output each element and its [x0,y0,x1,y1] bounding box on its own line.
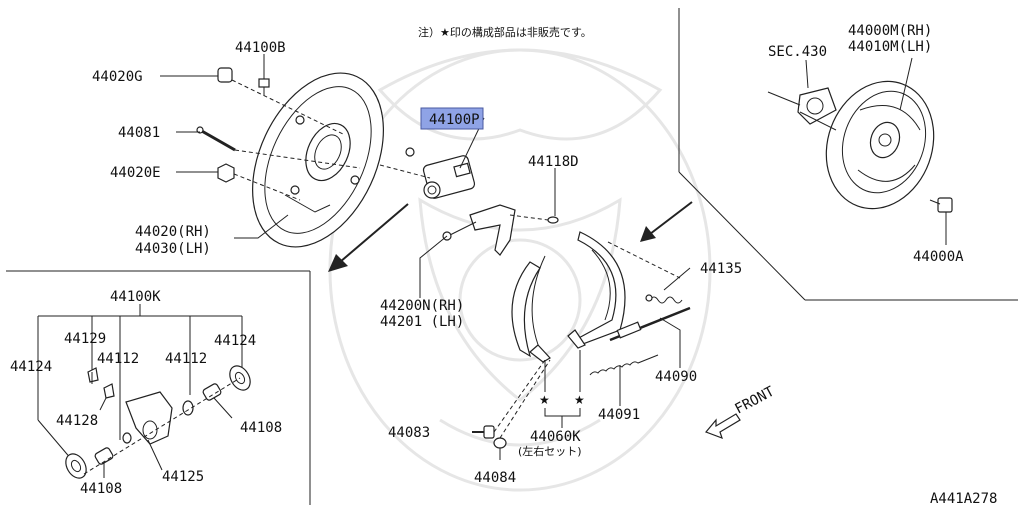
label-44108-right: 44108 [240,420,282,436]
label-44000A: 44000A [913,249,964,265]
label-44000M-rh: 44000M(RH) [848,23,932,39]
inset-cylinder-kit [37,304,251,479]
bolt-44081 [196,126,236,152]
brake-shoe-left [511,255,551,363]
label-44060K: 44060K [530,429,581,445]
label-44118D: 44118D [528,154,579,170]
adjuster-44090 [609,306,691,342]
label-44112-right: 44112 [165,351,207,367]
note-text: 注）★印の構成部品は非販売です。 [418,25,592,39]
part-highlight[interactable] [420,107,484,130]
label-44030-lh: 44030(LH) [135,241,211,257]
label-44100K: 44100K [110,289,161,305]
nut-44020E [217,163,235,183]
watermark-emblem [328,48,712,492]
label-44090: 44090 [655,369,697,385]
brake-assembly-right [825,80,935,210]
frame-lines [6,8,1018,505]
label-44112-left: 44112 [97,351,139,367]
label-44091: 44091 [598,407,640,423]
label-44084: 44084 [474,470,516,486]
cup-44084 [493,437,507,449]
label-44128: 44128 [56,413,98,429]
label-44201-lh: 44201 (LH) [380,314,464,330]
leader-lines [91,54,947,478]
label-44124-right: 44124 [214,333,256,349]
drawing-id: A441A278 [930,491,997,507]
label-44100P[interactable]: 44100P [429,112,480,128]
spring-44091 [589,354,659,376]
nipple-44020G [217,67,233,83]
direction-arrow-left [328,203,409,272]
washer-44118D [547,216,559,224]
label-44100B: 44100B [235,40,286,56]
label-44020G: 44020G [92,69,143,85]
label-44081: 44081 [118,125,160,141]
label-44124-left: 44124 [10,359,52,375]
spring-44135 [645,294,683,304]
label-44129: 44129 [64,331,106,347]
bolt-44000A [929,197,953,213]
star-mark-left: ★ [539,393,550,407]
label-44135: 44135 [700,261,742,277]
backing-plate [252,72,384,248]
front-arrow [704,413,741,440]
direction-arrow-right [640,201,693,242]
label-44125: 44125 [162,469,204,485]
brake-shoe-right [567,231,626,349]
star-mark-right: ★ [574,393,585,407]
hub-sec430 [797,87,837,125]
label-sec430: SEC.430 [768,44,827,60]
label-44200N-rh: 44200N(RH) [380,298,464,314]
parking-lever [442,204,516,256]
wheel-cylinder [405,147,476,199]
label-44020E: 44020E [110,165,161,181]
label-44083: 44083 [388,425,430,441]
label-44010M-lh: 44010M(LH) [848,39,932,55]
label-44108-left: 44108 [80,481,122,497]
label-44020-rh: 44020(RH) [135,224,211,240]
front-label: FRONT [732,383,777,417]
label-44060K-note: (左右セット) [518,444,582,458]
